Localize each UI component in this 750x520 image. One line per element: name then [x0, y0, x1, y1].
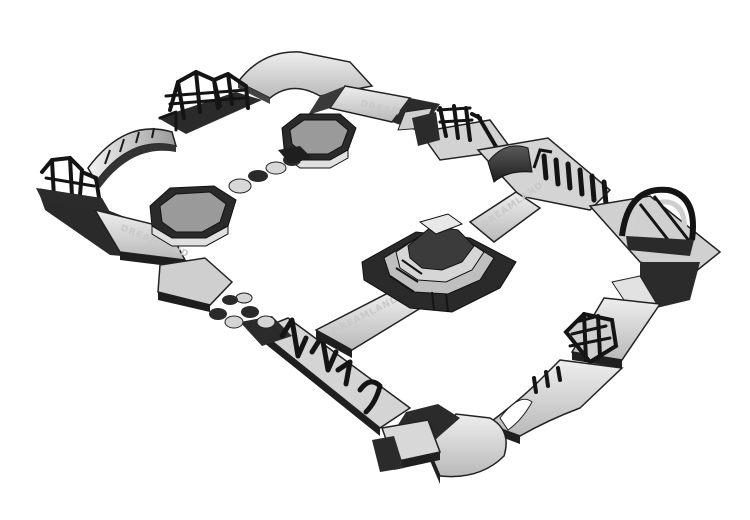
left-climbing-frame: [36, 155, 110, 212]
stepping-pads-center: [228, 146, 312, 194]
stepping-pads-bottom-left: [209, 292, 276, 329]
right-tunnel-obstacle: [476, 137, 612, 211]
left-arch-bridge: [87, 127, 178, 188]
right-lower-walkway: [486, 359, 624, 444]
top-left-climbing-tower: [158, 70, 262, 134]
trampoline-lower: [149, 185, 237, 247]
left-walkway: DREAMLAND: [38, 190, 234, 312]
right-climbing-frame: [563, 311, 619, 365]
bottom-left-walkway: [240, 316, 412, 436]
central-pyramid-platform: [361, 213, 517, 313]
center-walkway-upper: DREAMLAND: [468, 180, 546, 243]
right-arch-tower: [588, 186, 722, 277]
bottom-corner-piece: [372, 404, 507, 484]
